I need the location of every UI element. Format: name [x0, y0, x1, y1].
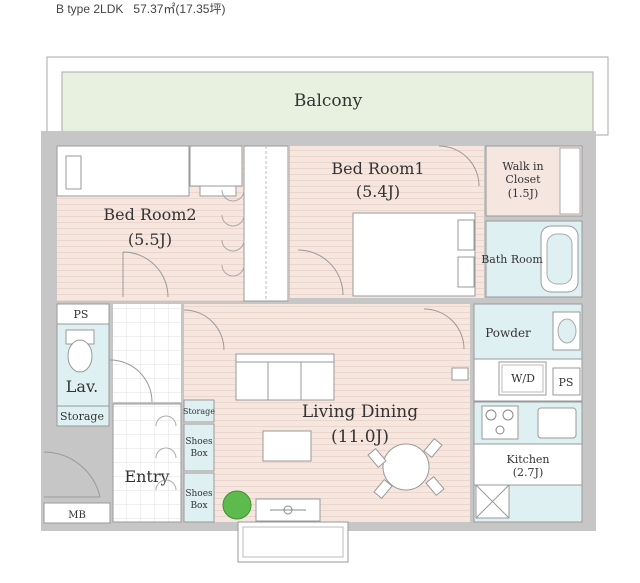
shoes-storage: Storage Shoes Box Shoes Box [155, 399, 215, 523]
storage-small-label: Storage [183, 407, 215, 416]
walkin-line2: Closet [505, 173, 541, 186]
shoes-box1-line2: Box [190, 449, 207, 459]
bedroom1-name: Bed Room1 [331, 159, 424, 178]
storage-left-label: Storage [60, 410, 104, 423]
bedroom2-size: (5.5J) [128, 230, 172, 249]
wd-label: W/D [511, 372, 535, 385]
plan-type-label: B type 2LDK [56, 2, 124, 16]
shoes-box2-line1: Shoes [185, 489, 213, 499]
bedroom1-size: (5.4J) [356, 182, 400, 201]
bedroom2-name: Bed Room2 [103, 205, 196, 224]
lav-label: Lav. [66, 377, 98, 396]
mb-label: MB [68, 510, 86, 521]
plant-icon [222, 490, 252, 520]
hallway-floor [113, 304, 181, 402]
bedroom-1: Bed Room1 (5.4J) [290, 145, 484, 298]
living-name: Living Dining [302, 402, 418, 422]
plan-area-label: 57.37㎡(17.35坪) [133, 2, 226, 16]
kitchen-size: (2.7J) [513, 466, 544, 479]
kitchen: Kitchen (2.7J) [473, 401, 583, 523]
balcony-label: Balcony [294, 91, 363, 111]
laundry-area: W/D PS [473, 358, 583, 402]
ps-left-label: PS [74, 308, 89, 321]
walkin-size: (1.5J) [508, 187, 539, 200]
ps-right-label: PS [559, 376, 574, 389]
bathroom-label: Bath Room [481, 253, 543, 266]
plan-header: B type 2LDK 57.37㎡(17.35坪) [56, 0, 225, 17]
walk-in-closet: Walk in Closet (1.5J) [485, 145, 583, 217]
lavatory-area: PS Lav. Storage [56, 303, 153, 427]
shoes-box2-line2: Box [190, 501, 207, 511]
living-dining: Living Dining (11.0J) [183, 304, 470, 522]
closet-strip [221, 145, 289, 302]
powder-room: Powder [473, 303, 583, 360]
kitchen-name: Kitchen [507, 453, 550, 466]
entry-label: Entry [124, 467, 169, 486]
bath-room: Bath Room [481, 220, 583, 298]
walkin-line1: Walk in [502, 160, 543, 173]
shoes-box1-line1: Shoes [185, 437, 213, 447]
living-size: (11.0J) [331, 427, 389, 447]
balcony-area: Balcony [46, 56, 609, 136]
powder-label: Powder [485, 326, 531, 340]
entry-area: Entry MB [43, 403, 182, 524]
bay-window [237, 521, 349, 563]
